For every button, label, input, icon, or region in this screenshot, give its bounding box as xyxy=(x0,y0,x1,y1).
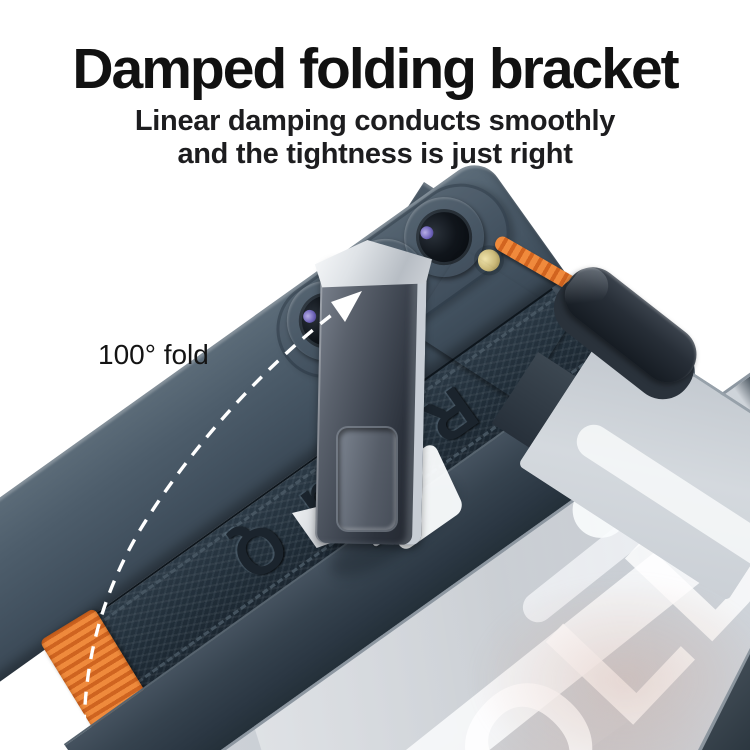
subtitle: Linear damping conducts smoothly and the… xyxy=(0,105,750,171)
subtitle-line-1: Linear damping conducts smoothly xyxy=(134,105,616,137)
kickstand-recess xyxy=(338,428,396,530)
fold-angle-label: 100° fold xyxy=(98,339,209,370)
corner-reflection xyxy=(470,575,750,750)
page-title: Damped folding bracket xyxy=(72,37,679,101)
subtitle-line-2: and the tightness is just right xyxy=(177,138,573,170)
header: Damped folding bracket Linear damping co… xyxy=(0,38,750,171)
